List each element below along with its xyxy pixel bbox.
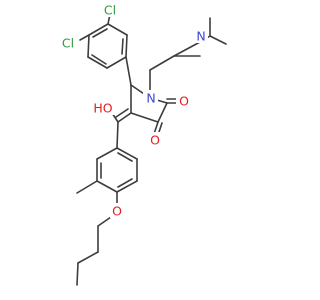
bond — [149, 55, 175, 71]
label-mask — [176, 94, 191, 109]
bond — [173, 41, 201, 57]
bond — [117, 112, 132, 123]
bond — [209, 35, 227, 45]
bond — [79, 34, 90, 41]
bond — [157, 102, 168, 123]
bond — [117, 152, 133, 162]
bond — [125, 34, 128, 58]
bond — [121, 38, 124, 55]
bond — [116, 180, 138, 193]
bond — [76, 180, 98, 194]
bond — [88, 23, 109, 36]
ether-oxygen-label: O — [112, 204, 122, 219]
label-mask — [143, 90, 158, 105]
bond — [125, 56, 132, 86]
ketone-oxygen-label: O — [150, 133, 160, 148]
bond — [115, 108, 129, 118]
label-mask — [110, 203, 125, 218]
bond — [87, 34, 90, 58]
bond — [106, 56, 127, 69]
bond — [87, 56, 108, 69]
bond — [116, 147, 138, 160]
bond-layer — [76, 13, 227, 286]
atom-labels: Cl Cl N N O O HO O — [59, 2, 208, 219]
label-mask — [59, 35, 78, 50]
bond — [91, 54, 107, 65]
bond — [130, 112, 159, 123]
bond — [92, 28, 108, 38]
bond — [116, 121, 119, 149]
hydroxyl-oxygen-label: HO — [93, 101, 112, 116]
bond — [97, 216, 112, 227]
label-mask — [92, 100, 115, 115]
label-mask — [101, 2, 120, 17]
chlorine-atom-label: Cl — [62, 36, 74, 51]
amine-nitrogen-label: N — [196, 29, 205, 44]
ring-nitrogen-label: N — [146, 91, 155, 106]
ketone-oxygen-label: O — [179, 94, 189, 109]
bond — [107, 23, 128, 36]
chlorine-atom-label: Cl — [104, 3, 116, 18]
bond — [96, 180, 118, 193]
bond — [117, 178, 133, 188]
molecule-structure: Cl Cl N N O O HO O — [59, 2, 227, 286]
label-mask — [193, 28, 208, 43]
bond — [77, 251, 99, 264]
bond — [96, 147, 118, 160]
label-mask — [147, 132, 162, 147]
bond — [76, 262, 79, 286]
